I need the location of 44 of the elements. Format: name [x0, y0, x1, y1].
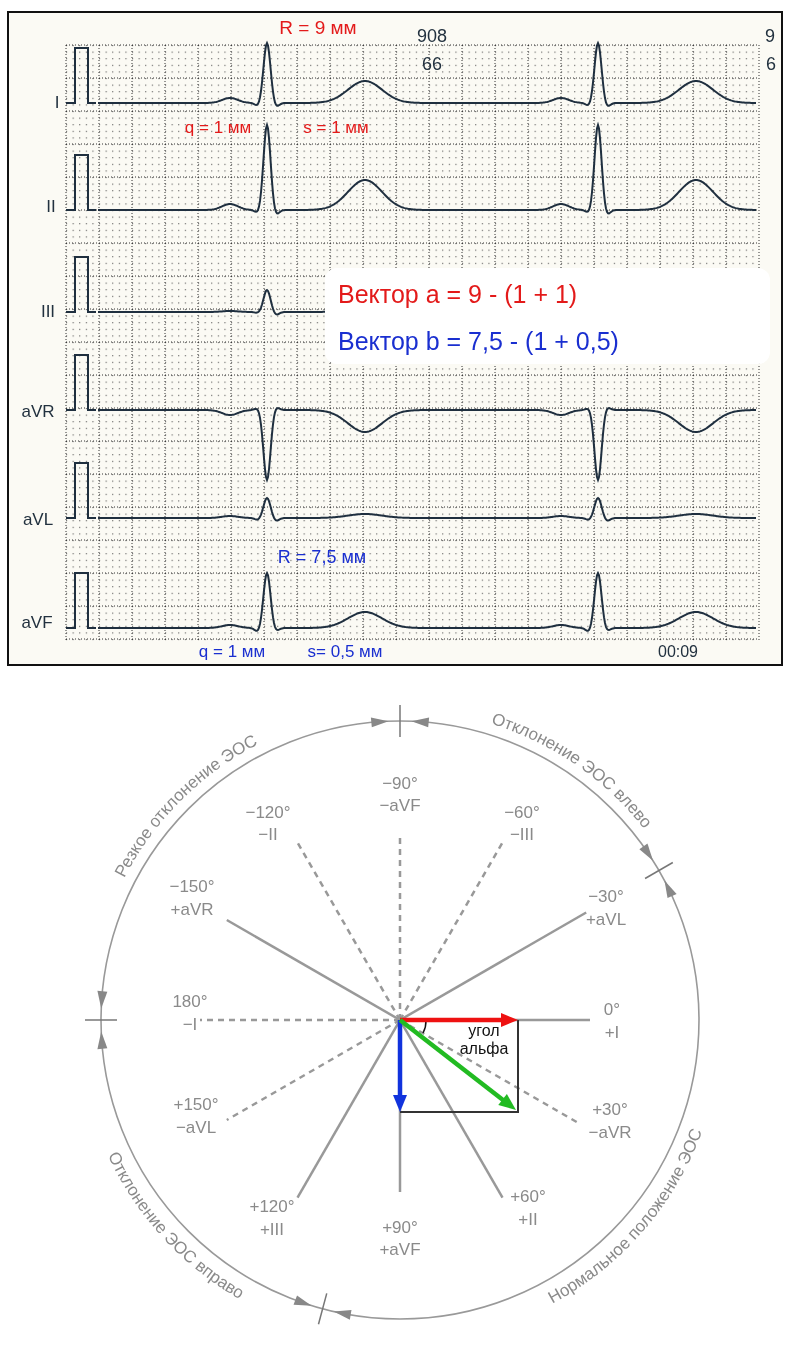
- lead-label: +I: [604, 1023, 620, 1043]
- lead-label: III: [40, 302, 56, 322]
- measurement-label: q = 1 мм: [198, 642, 266, 662]
- lead-label: −aVL: [175, 1118, 217, 1138]
- lead-label: +II: [518, 1210, 538, 1230]
- lead-label: I: [54, 93, 60, 113]
- ecg-annotation: 908: [417, 27, 447, 47]
- ecg-annotation: 66: [422, 55, 442, 75]
- lead-label: −I: [182, 1015, 198, 1035]
- angle-label: −30°: [588, 887, 624, 907]
- formula-text: Вектор a = 9 - (1 + 1): [338, 281, 578, 309]
- angle-label: +120°: [249, 1197, 295, 1217]
- lead-label: +aVF: [379, 1240, 421, 1260]
- lead-label: aVR: [21, 402, 55, 422]
- timestamp-label: 00:09: [658, 643, 698, 661]
- formula-text: Вектор b = 7,5 - (1 + 0,5): [338, 328, 619, 356]
- lead-label: aVL: [22, 510, 54, 530]
- measurement-label: s= 0,5 мм: [307, 642, 383, 662]
- angle-label: +150°: [173, 1095, 219, 1115]
- measurement-label: R = 7,5 мм: [277, 548, 367, 568]
- angle-label: −150°: [169, 877, 215, 897]
- lead-label: aVF: [21, 613, 53, 633]
- angle-label: +90°: [382, 1218, 418, 1238]
- angle-name-label: угол альфа: [458, 1022, 510, 1058]
- ecg-annotation: 9: [765, 27, 775, 47]
- lead-label: −aVR: [588, 1123, 632, 1143]
- measurement-label: R = 9 мм: [279, 17, 357, 39]
- lead-label: +III: [259, 1220, 285, 1240]
- angle-label: +30°: [592, 1100, 628, 1120]
- angle-label: −60°: [504, 803, 540, 823]
- lead-label: −III: [509, 825, 535, 845]
- angle-label: 0°: [603, 1000, 621, 1020]
- angle-label: 180°: [172, 992, 208, 1012]
- lead-label: II: [46, 197, 56, 217]
- ecg-annotation: 6: [766, 55, 776, 75]
- lead-label: −aVF: [379, 796, 421, 816]
- angle-label: −90°: [382, 774, 418, 794]
- lead-label: +aVL: [585, 910, 627, 930]
- lead-label: +aVR: [170, 900, 214, 920]
- measurement-label: q = 1 мм: [184, 118, 252, 138]
- angle-label: +60°: [510, 1187, 546, 1207]
- measurement-label: s = 1 мм: [303, 118, 369, 138]
- lead-label: −II: [258, 825, 278, 845]
- angle-label: −120°: [245, 803, 291, 823]
